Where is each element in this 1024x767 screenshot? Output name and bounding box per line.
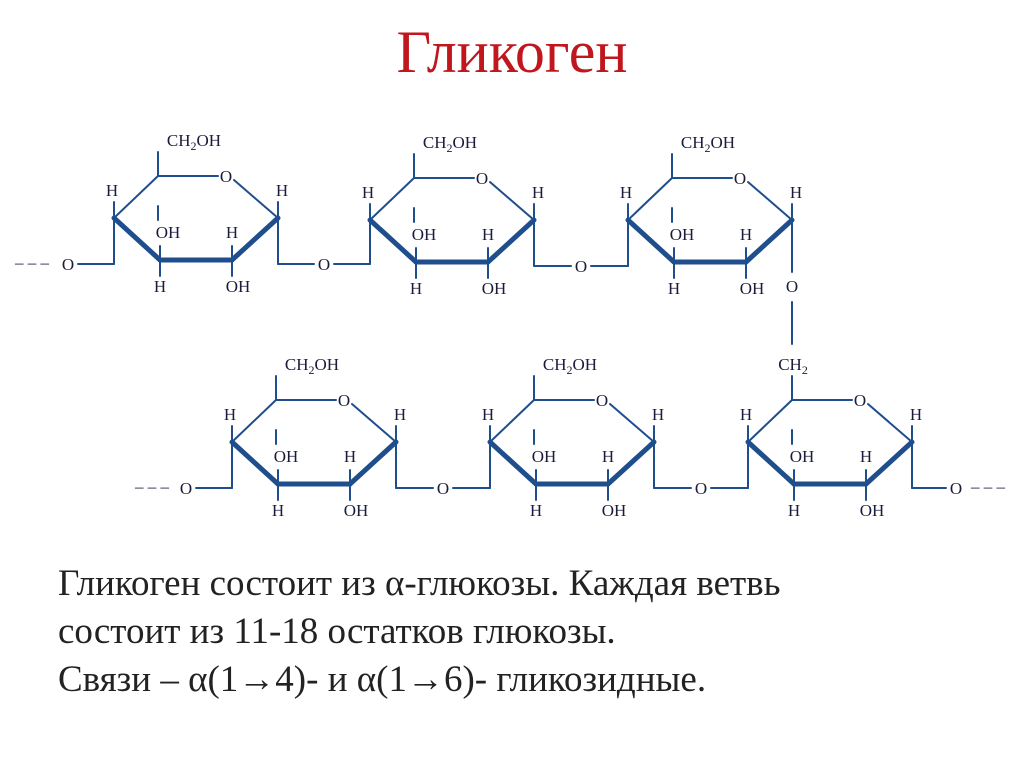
glycosidic-oxygen-label: O: [695, 479, 707, 498]
h-label: H: [620, 183, 632, 202]
ring-oxygen-label: O: [220, 167, 232, 186]
h-label: H: [910, 405, 922, 424]
ring-bond-front: [347, 439, 399, 487]
ring-bond: [489, 181, 535, 221]
ch2oh-label: CH2OH: [285, 355, 339, 377]
oh-label: OH: [670, 225, 695, 244]
ring-bond-front: [863, 439, 915, 487]
ring-bond: [233, 179, 279, 219]
ring-oxygen-label: O: [854, 391, 866, 410]
oh-label: OH: [226, 277, 251, 296]
ring-bond-front: [229, 439, 281, 487]
ring-bond: [489, 399, 535, 443]
ring-oxygen-label: O: [476, 169, 488, 188]
oh-label: OH: [482, 279, 507, 298]
h-label: H: [652, 405, 664, 424]
ring-bond: [351, 403, 397, 443]
h-label: H: [272, 501, 284, 520]
h-label: H: [226, 223, 238, 242]
oh-label: OH: [740, 279, 765, 298]
h-label: H: [602, 447, 614, 466]
oh-label: OH: [532, 447, 557, 466]
glycosidic-oxygen-label: O: [437, 479, 449, 498]
terminal-oxygen-label: O: [62, 255, 74, 274]
ring-bond: [369, 177, 415, 221]
h-label: H: [668, 279, 680, 298]
ring-bond-front: [487, 439, 539, 487]
ring-bond: [113, 175, 159, 219]
branch-oxygen-label: O: [786, 277, 798, 296]
h-label: H: [362, 183, 374, 202]
description-line-1: Гликоген состоит из α-глюкозы. Каждая ве…: [58, 563, 781, 604]
h-label: H: [740, 405, 752, 424]
ring-bond-front: [229, 215, 281, 263]
oh-label: OH: [412, 225, 437, 244]
ring-bond: [747, 399, 793, 443]
ring-bond: [747, 181, 793, 221]
ring-bond: [231, 399, 277, 443]
h-label: H: [740, 225, 752, 244]
description-line-2: состоит из 11-18 остатков глюкозы.: [58, 611, 616, 652]
ring-bond-front: [605, 439, 657, 487]
description-line-3: Связи – α(1→4)- и α(1→6)- гликозидные.: [58, 659, 707, 700]
ring-oxygen-label: O: [338, 391, 350, 410]
ring-bond-front: [367, 217, 419, 265]
ring-bond: [867, 403, 913, 443]
ring-bond: [609, 403, 655, 443]
ring-bond: [627, 177, 673, 221]
h-label: H: [482, 405, 494, 424]
ch2oh-label: CH2OH: [543, 355, 597, 377]
oh-label: OH: [344, 501, 369, 520]
slide-title: Гликоген: [396, 19, 628, 85]
description-text: Гликоген состоит из α-глюкозы. Каждая ве…: [58, 560, 998, 704]
oh-label: OH: [274, 447, 299, 466]
ring-bond-front: [111, 215, 163, 263]
h-label: H: [788, 501, 800, 520]
h-label: H: [224, 405, 236, 424]
h-label: H: [530, 501, 542, 520]
chain-continuation-dashes: – – –: [970, 477, 1006, 496]
h-label: H: [106, 181, 118, 200]
ring-bond-front: [745, 439, 797, 487]
glycosidic-oxygen-label: O: [575, 257, 587, 276]
terminal-oxygen-label: O: [180, 479, 192, 498]
chain-continuation-dashes: – – –: [134, 477, 170, 496]
oh-label: OH: [602, 501, 627, 520]
oh-label: OH: [790, 447, 815, 466]
h-label: H: [790, 183, 802, 202]
ring-bond-front: [625, 217, 677, 265]
ch2oh-label: CH2OH: [423, 133, 477, 155]
ch2-label: CH2: [778, 355, 808, 377]
ring-oxygen-label: O: [596, 391, 608, 410]
chain-continuation-dashes: – – –: [14, 253, 50, 272]
ch2oh-label: CH2OH: [681, 133, 735, 155]
h-label: H: [860, 447, 872, 466]
h-label: H: [482, 225, 494, 244]
ring-bond-front: [743, 217, 795, 265]
h-label: H: [394, 405, 406, 424]
h-label: H: [344, 447, 356, 466]
oh-label: OH: [156, 223, 181, 242]
h-label: H: [532, 183, 544, 202]
oh-label: OH: [860, 501, 885, 520]
glycosidic-oxygen-label: O: [318, 255, 330, 274]
ring-oxygen-label: O: [734, 169, 746, 188]
ring-bond-front: [485, 217, 537, 265]
h-label: H: [410, 279, 422, 298]
ch2oh-label: CH2OH: [167, 131, 221, 153]
terminal-oxygen-label: O: [950, 479, 962, 498]
h-label: H: [154, 277, 166, 296]
h-label: H: [276, 181, 288, 200]
